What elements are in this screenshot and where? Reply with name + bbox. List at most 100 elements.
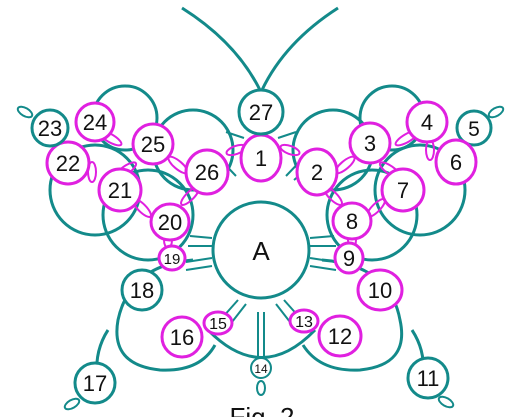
picot-tip-right-bottom	[437, 395, 455, 409]
ring-26: 26	[184, 148, 230, 196]
ring-outline	[356, 268, 404, 312]
ring-outline	[184, 148, 230, 196]
ring-6: 6	[434, 138, 478, 186]
ring-label: 8	[346, 209, 358, 234]
ring-outline	[455, 109, 493, 147]
ring-outline	[331, 201, 373, 241]
ring-label: 2	[311, 160, 323, 185]
ring-19: 19	[157, 244, 187, 272]
ring-27: 27	[237, 88, 285, 136]
join	[189, 235, 213, 239]
join	[185, 257, 213, 263]
ring-label: 14	[254, 362, 268, 376]
ring-outline	[97, 167, 143, 213]
center-ring-a: A	[211, 200, 311, 300]
join	[185, 265, 213, 271]
ring-label: 12	[328, 324, 352, 349]
rings: 1 2 3 4 5 6 7 8	[30, 88, 493, 405]
ring-outline	[348, 121, 392, 165]
picot-tip-bottom	[256, 380, 266, 396]
ring-2: 2	[295, 147, 339, 197]
left-antenna	[181, 6, 262, 91]
ring-label: 4	[421, 110, 433, 135]
ring-15: 15	[202, 310, 234, 336]
ring-10: 10	[356, 268, 404, 312]
ring-label: 25	[141, 132, 165, 157]
join	[309, 265, 337, 271]
ring-label: 3	[364, 131, 376, 156]
ring-outline	[149, 202, 191, 242]
ring-outline	[202, 310, 234, 336]
ring-label: 27	[249, 100, 273, 125]
arch-upper-right-lower	[325, 168, 419, 262]
ring-13: 13	[288, 308, 320, 334]
connector	[279, 143, 301, 157]
ring-outline	[434, 138, 478, 186]
join	[309, 257, 337, 263]
ring-21: 21	[97, 167, 143, 213]
right-antenna	[260, 6, 339, 91]
ring-22: 22	[45, 140, 91, 186]
ring-outline	[333, 241, 365, 275]
ring-3: 3	[348, 121, 392, 165]
ring-outline	[157, 244, 187, 272]
ring-outline	[211, 200, 311, 300]
ring-9: 9	[333, 241, 365, 275]
ring-16: 16	[160, 315, 204, 359]
ring-8: 8	[331, 201, 373, 241]
ring-label: 19	[164, 251, 181, 268]
ring-label: 1	[255, 146, 267, 171]
ring-outline	[45, 140, 91, 186]
ring-7: 7	[380, 167, 426, 213]
ring-label: 7	[397, 178, 409, 203]
join	[277, 131, 297, 139]
ring-outline	[30, 108, 70, 148]
ring-outline	[406, 356, 450, 400]
picot-tip-left-bottom	[63, 397, 81, 411]
arch-upper-right-outer	[373, 143, 467, 237]
ring-label: 9	[343, 246, 355, 271]
ring-label: 11	[417, 366, 440, 391]
picot-tips	[16, 105, 505, 411]
ring-label: 6	[450, 150, 462, 175]
picot-tip-right-top	[487, 105, 505, 119]
ring-label: 16	[170, 325, 194, 350]
ring-17: 17	[73, 361, 117, 405]
figure-caption: Fig. 2	[229, 402, 294, 417]
join	[275, 303, 291, 323]
ring-label: 13	[295, 314, 313, 331]
join	[231, 303, 247, 323]
ring-outline	[380, 167, 426, 213]
ring-label: 24	[83, 110, 107, 135]
ring-outline	[74, 101, 116, 143]
ring-label: A	[252, 236, 270, 266]
ring-11: 11	[406, 356, 450, 400]
ring-12: 12	[317, 314, 363, 358]
ring-label: 5	[468, 118, 480, 141]
ring-label: 10	[368, 278, 392, 303]
picot-tip-left-top	[16, 105, 34, 119]
arch-upper-left-lower	[101, 168, 195, 262]
join	[225, 131, 245, 139]
ring-outline	[250, 357, 272, 379]
ring-outline	[131, 122, 175, 166]
ring-23: 23	[30, 108, 70, 148]
ring-outline	[317, 314, 363, 358]
ring-outline	[405, 100, 449, 144]
ring-20: 20	[149, 202, 191, 242]
ring-label: 26	[195, 160, 219, 185]
ring-label: 21	[108, 178, 132, 203]
ring-1: 1	[239, 133, 283, 183]
ring-outline	[237, 88, 285, 136]
ring-outline	[295, 147, 339, 197]
ring-label: 20	[158, 210, 182, 235]
ring-outline	[160, 315, 204, 359]
ring-label: 17	[83, 371, 107, 396]
ring-24: 24	[74, 101, 116, 143]
ring-label: 23	[38, 116, 62, 141]
ring-outline	[120, 268, 164, 312]
ring-label: 15	[209, 316, 227, 333]
join	[309, 235, 335, 239]
antennae	[181, 6, 339, 91]
